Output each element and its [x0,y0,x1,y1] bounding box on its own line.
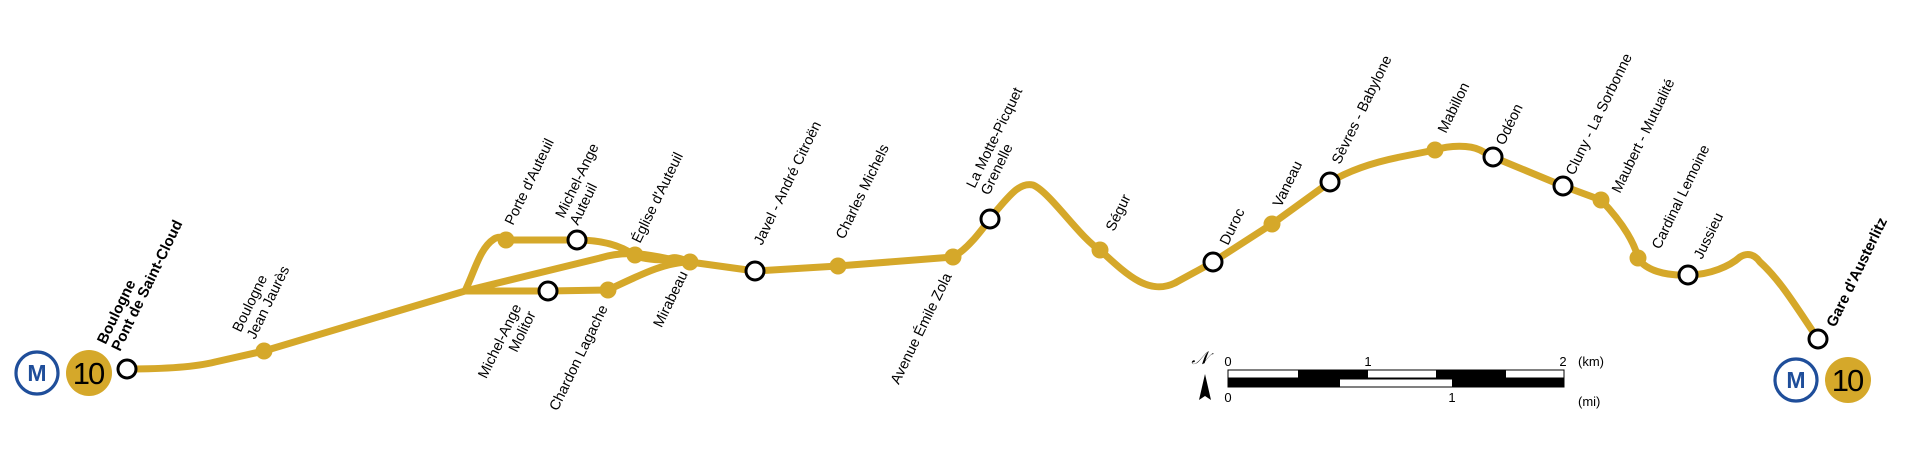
station-labels: BoulognePont de Saint-Cloud BoulogneJean… [94,51,1891,413]
station-dot-charles-michels [829,257,847,275]
station-dot-porte-auteuil [497,231,515,249]
station-label-boulogne-pont: BoulognePont de Saint-Cloud [94,210,186,353]
line-10-number: 10 [73,356,105,391]
station-interchange-michel-ange-molitor [537,280,559,302]
station-interchange-la-motte-picquet [979,208,1001,230]
station-label-charles-michels: Charles Michels [833,142,893,242]
station-interchange-jussieu [1677,264,1699,286]
station-label-segur: Ségur [1103,192,1134,234]
station-dot-vaneau [1263,215,1281,233]
station-interchange-gare-austerlitz [1807,328,1829,350]
station-label-eglise-auteuil: Église d'Auteuil [628,150,687,246]
station-dot-cardinal-lemoine [1629,249,1647,267]
station-label-michel-ange-molitor: Michel-AngeMolitor [476,302,540,389]
intermediate-stations [255,141,1647,360]
station-interchange-odeon [1482,146,1504,168]
metro-badge-east: M 10 [1773,357,1871,403]
station-dot-mirabeau [681,253,699,271]
station-label-michel-ange-auteuil: Michel-AngeAuteuil [553,141,617,227]
station-label-sevres-babylone: Sèvres - Babylone [1329,53,1395,167]
station-dot-maubert [1592,191,1610,209]
metro-m-icon [14,350,60,396]
station-label-jussieu: Jussieu [1691,211,1727,262]
line-10-badge [66,350,112,396]
station-dot-chardon-lagache [599,281,617,299]
station-label-mabillon: Mabillon [1435,80,1473,136]
scale-km-0: 0 [1224,354,1231,369]
station-dot-segur [1091,241,1109,259]
station-label-porte-auteuil: Porte d'Auteuil [502,136,558,227]
interchange-stations [116,146,1829,380]
station-label-mirabeau: Mirabeau [651,269,692,330]
station-label-odeon: Odéon [1493,102,1526,148]
station-interchange-michel-ange-auteuil [566,229,588,251]
north-arrow-pointer [1199,374,1211,400]
station-interchange-cluny [1552,175,1574,197]
station-dot-eglise-auteuil [626,246,644,264]
metro-m-letter: M [27,360,46,386]
station-dot-emile-zola [944,248,962,266]
scale-mi-unit: (mi) [1578,394,1600,409]
north-arrow-icon: 𝒩 [1191,348,1214,369]
scale-mi-1: 1 [1448,390,1455,405]
station-interchange-javel [744,260,766,282]
metro-m-icon [1773,357,1819,403]
scale-bar: 𝒩 0 1 2 (km) 0 1 (mi) [1191,348,1604,409]
station-dot-boulogne-jaures [255,342,273,360]
station-dot-mabillon [1426,141,1444,159]
line-10-loop-north [461,233,694,295]
station-label-la-motte-picquet: La Motte-PicquetGrenelle [964,85,1041,198]
scale-mi-0: 0 [1224,390,1231,405]
station-label-maubert: Maubert - Mutualité [1609,76,1678,195]
station-label-chardon-lagache: Chardon Lagache [547,303,612,414]
scale-km-unit: (km) [1578,354,1604,369]
station-label-boulogne-jaures: BoulogneJean Jaurès [230,257,293,342]
station-label-emile-zola: Avenue Émile Zola [887,269,956,386]
station-interchange-boulogne-pont [116,358,138,380]
station-interchange-duroc [1202,251,1224,273]
metro-m-letter: M [1786,367,1805,393]
station-label-javel: Javel - André Citroën [751,119,825,248]
line-10-number: 10 [1832,363,1864,398]
station-interchange-sevres-babylone [1319,171,1341,193]
station-label-gare-austerlitz: Gare d'Austerlitz [1823,215,1891,330]
line-10-badge [1825,357,1871,403]
scale-km-2: 2 [1559,354,1566,369]
scale-km-1: 1 [1364,354,1371,369]
metro-badge-west: M 10 [14,350,112,396]
